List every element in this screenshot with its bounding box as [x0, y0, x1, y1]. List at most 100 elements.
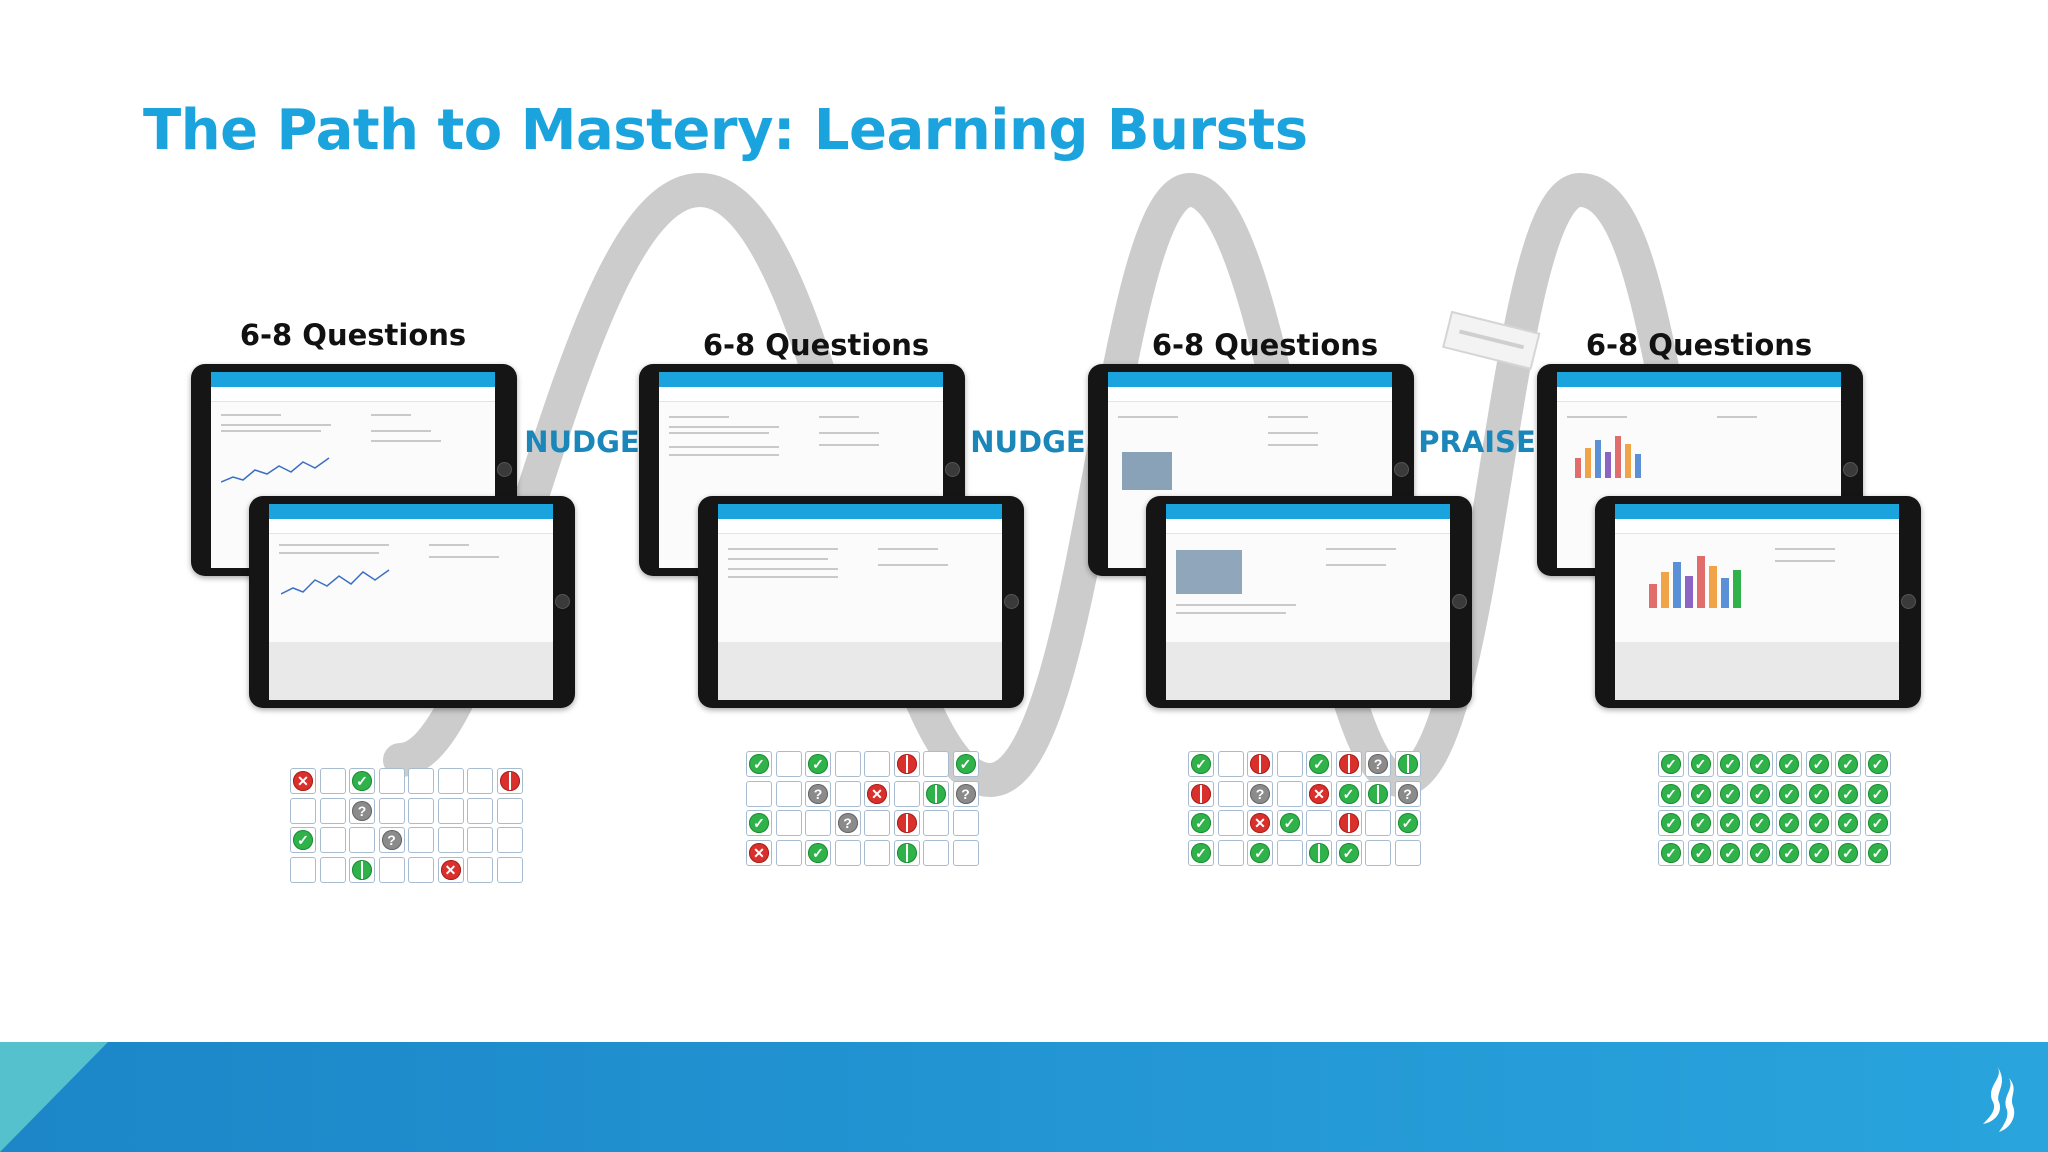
check-circle-icon: ✓ — [1661, 754, 1681, 774]
result-cell: ✓ — [1835, 839, 1861, 866]
result-cell — [775, 839, 802, 866]
result-cell — [408, 768, 434, 794]
check-circle-icon: ✓ — [808, 754, 828, 774]
check-circle-icon: ✓ — [1690, 783, 1711, 804]
half-green-circle-icon — [352, 859, 372, 880]
result-cell — [864, 839, 890, 866]
result-cell — [496, 768, 523, 794]
tablet-screenshot — [249, 496, 575, 708]
result-cell: ✓ — [1394, 810, 1421, 836]
result-cell: ✓ — [1835, 751, 1861, 777]
result-cell: ✓ — [1687, 839, 1714, 866]
result-cell: ? — [805, 780, 831, 807]
question-circle-icon: ? — [1250, 783, 1270, 804]
result-cell — [923, 810, 949, 836]
result-cell — [378, 768, 405, 794]
result-cell: ✓ — [1658, 839, 1684, 866]
x-circle-icon: ✕ — [1250, 813, 1270, 833]
check-circle-icon: ✓ — [1779, 754, 1799, 774]
result-cell — [952, 810, 979, 836]
result-cell: ? — [1247, 780, 1273, 807]
result-cell — [437, 768, 464, 794]
result-cell: ✓ — [1188, 751, 1214, 777]
results-grid-stage-4: ✓✓✓✓✓✓✓✓✓✓✓✓✓✓✓✓✓✓✓✓✓✓✓✓✓✓✓✓✓✓✓✓ — [1658, 751, 1891, 866]
check-circle-icon: ✓ — [1279, 813, 1300, 833]
result-cell: ✓ — [805, 839, 831, 866]
check-circle-icon: ✓ — [1838, 754, 1858, 774]
result-cell: ? — [1394, 780, 1421, 807]
check-circle-icon: ✓ — [1661, 783, 1681, 804]
result-cell — [1217, 780, 1244, 807]
question-circle-icon: ? — [352, 800, 372, 821]
stage-3-label: 6-8 Questions — [1151, 328, 1379, 362]
half-red-circle-icon — [1191, 783, 1211, 804]
result-cell: ✓ — [1835, 810, 1861, 836]
result-cell: ✓ — [805, 751, 831, 777]
question-circle-icon: ? — [1397, 783, 1418, 804]
result-cell — [1365, 839, 1391, 866]
result-cell: ✓ — [1717, 780, 1743, 807]
half-red-circle-icon — [1338, 813, 1359, 833]
check-circle-icon: ✓ — [1720, 754, 1740, 774]
x-circle-icon: ✕ — [1309, 783, 1329, 804]
result-cell: ✓ — [1717, 751, 1743, 777]
result-cell: ✓ — [349, 768, 375, 794]
check-circle-icon: ✓ — [1808, 813, 1829, 833]
result-cell: ✓ — [1335, 780, 1362, 807]
check-circle-icon: ✓ — [1338, 783, 1359, 804]
check-circle-icon: ✓ — [1749, 813, 1770, 833]
result-cell: ✓ — [1188, 810, 1214, 836]
result-cell: ✓ — [1805, 810, 1832, 836]
flag-arrow-graphic — [1442, 310, 1541, 370]
result-cell — [349, 827, 375, 853]
connector-praise: PRAISE — [1418, 425, 1536, 459]
result-cell: ✓ — [1835, 780, 1861, 807]
result-cell: ✓ — [290, 827, 316, 853]
result-cell: ✕ — [437, 856, 464, 883]
result-cell: ✓ — [1864, 810, 1891, 836]
half-red-circle-icon — [896, 754, 917, 774]
result-cell — [1335, 751, 1362, 777]
check-circle-icon: ✓ — [1661, 842, 1681, 863]
result-cell: ✓ — [1335, 839, 1362, 866]
result-cell — [1276, 839, 1303, 866]
check-circle-icon: ✓ — [1191, 842, 1211, 863]
x-circle-icon: ✕ — [867, 783, 887, 804]
result-cell: ✓ — [1247, 839, 1273, 866]
connector-nudge-2: NUDGE — [970, 425, 1086, 459]
check-circle-icon: ✓ — [1808, 783, 1829, 804]
tablet-screenshot — [1595, 496, 1921, 708]
result-cell — [1335, 810, 1362, 836]
check-circle-icon: ✓ — [1309, 754, 1329, 774]
result-cell — [1394, 751, 1421, 777]
result-cell — [437, 827, 464, 853]
result-cell — [378, 856, 405, 883]
result-cell — [467, 856, 493, 883]
result-cell — [923, 751, 949, 777]
result-cell — [319, 856, 346, 883]
result-cell: ✓ — [1717, 810, 1743, 836]
check-circle-icon: ✓ — [1250, 842, 1270, 863]
result-cell: ✕ — [290, 768, 316, 794]
result-cell — [1276, 751, 1303, 777]
footer-band — [0, 1042, 2048, 1152]
check-circle-icon: ✓ — [1779, 813, 1799, 833]
result-cell — [834, 780, 861, 807]
result-cell: ✕ — [864, 780, 890, 807]
result-cell — [319, 827, 346, 853]
result-cell — [1188, 780, 1214, 807]
result-cell — [1365, 780, 1391, 807]
stage-2-label: 6-8 Questions — [702, 328, 930, 362]
result-cell: ✓ — [1306, 751, 1332, 777]
stage-4-label: 6-8 Questions — [1585, 328, 1813, 362]
result-cell — [893, 780, 920, 807]
slide-title: The Path to Mastery: Learning Bursts — [143, 98, 1308, 163]
check-circle-icon: ✓ — [1867, 813, 1888, 833]
result-cell — [893, 839, 920, 866]
x-circle-icon: ✕ — [440, 859, 461, 880]
result-cell: ✓ — [1746, 751, 1773, 777]
result-cell: ✓ — [746, 751, 772, 777]
check-circle-icon: ✓ — [1191, 754, 1211, 774]
